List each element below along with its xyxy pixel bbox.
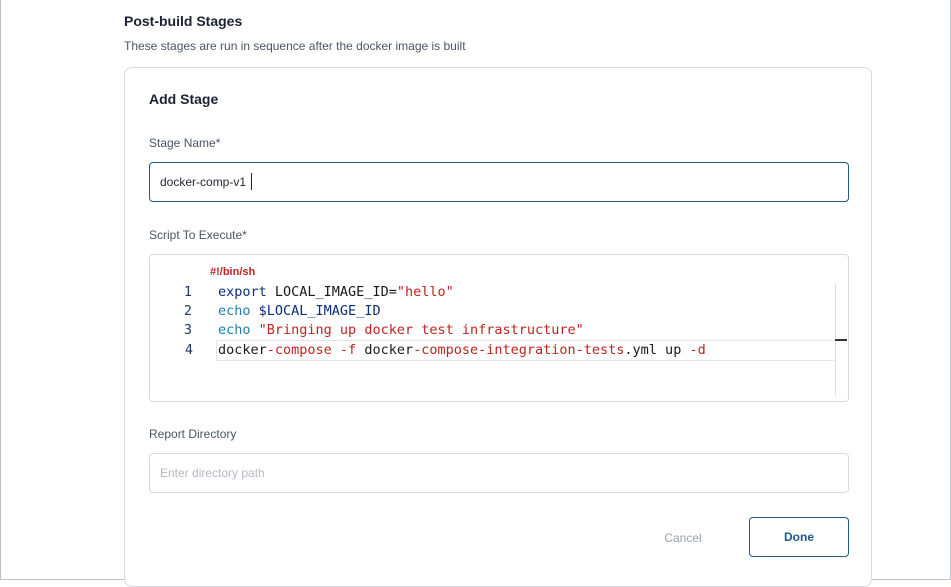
stage-name-input[interactable] <box>149 162 849 202</box>
text-caret <box>251 173 252 190</box>
section-subtitle: These stages are run in sequence after t… <box>124 39 466 53</box>
code-text: echo "Bringing up docker test infrastruc… <box>218 321 584 340</box>
code-token: .yml up <box>624 342 690 358</box>
section-title: Post-build Stages <box>124 13 243 29</box>
add-stage-card: Add Stage Stage Name* Script To Execute*… <box>124 67 872 587</box>
report-directory-input[interactable] <box>149 453 849 493</box>
line-number: 2 <box>183 303 192 319</box>
code-text: export LOCAL_IMAGE_ID="hello" <box>218 283 454 302</box>
card-title: Add Stage <box>149 91 219 107</box>
code-token: "hello" <box>396 284 454 300</box>
code-token: "Bringing up docker test infrastructure" <box>258 322 584 338</box>
report-directory-label: Report Directory <box>149 427 237 441</box>
code-line[interactable]: 3 echo "Bringing up docker test infrastru… <box>150 321 836 340</box>
code-text: docker-compose -f docker-compose-integra… <box>218 341 706 360</box>
code-token: echo <box>218 303 251 319</box>
code-token: -compose -f <box>266 342 357 358</box>
line-number: 3 <box>183 322 192 338</box>
line-number: 1 <box>183 284 192 300</box>
code-text: echo $LOCAL_IMAGE_ID <box>218 302 381 321</box>
code-token: echo <box>218 322 251 338</box>
code-token: docker <box>356 342 414 358</box>
code-token: LOCAL_IMAGE_ID= <box>266 284 397 300</box>
code-lines[interactable]: 1 export LOCAL_IMAGE_ID="hello" 2 echo $LOC… <box>150 283 836 361</box>
code-token: -d <box>689 342 706 358</box>
code-token: export <box>218 284 267 300</box>
line-number: 4 <box>184 342 193 358</box>
scrollbar-cursor-marker <box>835 339 847 341</box>
code-token <box>251 322 259 338</box>
code-token: $LOCAL_IMAGE_ID <box>258 303 381 319</box>
code-token <box>251 303 259 319</box>
shebang-line: #!/bin/sh <box>210 266 256 278</box>
code-token: docker <box>218 342 267 358</box>
script-label: Script To Execute* <box>149 228 247 242</box>
done-button[interactable]: Done <box>749 517 849 557</box>
cancel-button[interactable]: Cancel <box>633 518 733 558</box>
code-line[interactable]: 2 echo $LOCAL_IMAGE_ID <box>150 302 836 321</box>
stage-name-label: Stage Name* <box>149 136 221 150</box>
script-editor[interactable]: #!/bin/sh 1 export LOCAL_IMAGE_ID="hello"… <box>149 254 849 402</box>
code-token: -compose-integration-tests <box>413 342 625 358</box>
code-line[interactable]: 1 export LOCAL_IMAGE_ID="hello" <box>150 283 836 302</box>
